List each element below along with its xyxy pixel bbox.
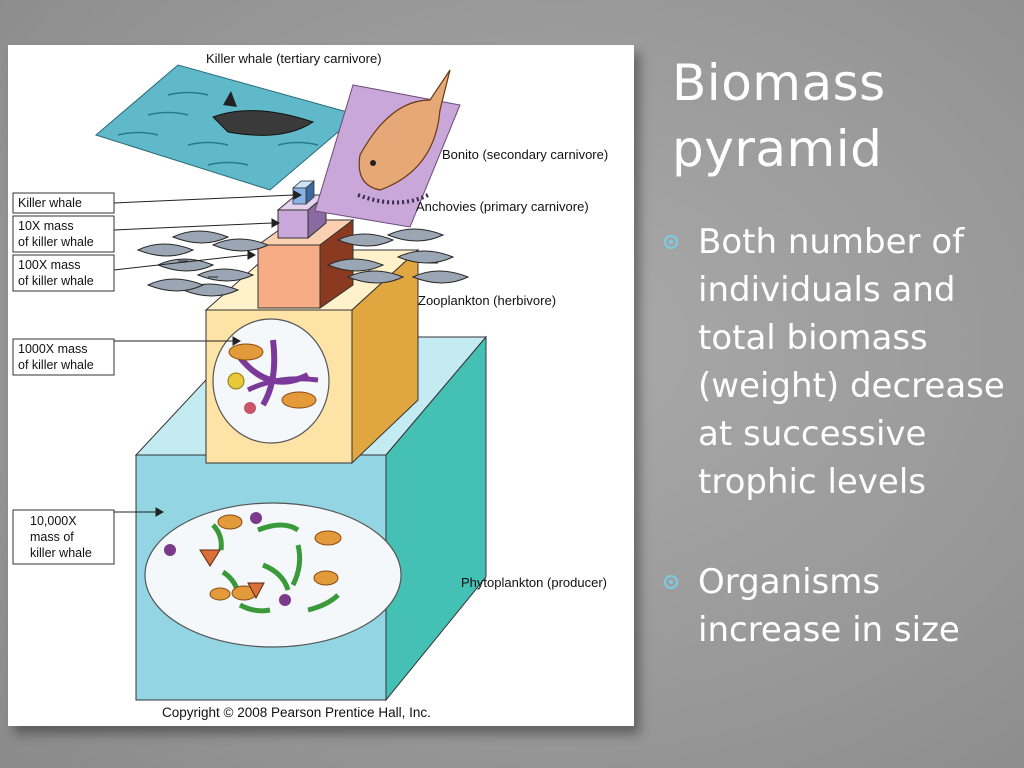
mass-box-killer-whale: Killer whale [12, 192, 115, 214]
mass-box-10x-line-1: 10X mass [18, 219, 74, 233]
mass-box-arrows [113, 190, 303, 517]
mass-box-10000x-line-2: mass of [30, 530, 74, 544]
label-zooplankton: Zooplankton (herbivore) [418, 293, 556, 308]
killer-whale-cube [291, 180, 316, 205]
label-anchovies: Anchovies (primary carnivore) [416, 199, 589, 214]
killer-whale-water-panel [94, 64, 360, 191]
mass-box-1000x: 1000X mass of killer whale [12, 338, 115, 376]
label-killer-whale: Killer whale (tertiary carnivore) [206, 51, 382, 66]
mass-box-10000x: 10,000X mass of killer whale [12, 509, 115, 565]
mass-box-10x: 10X mass of killer whale [12, 215, 115, 253]
zooplankton-organisms [227, 339, 319, 414]
anchovy-school [136, 228, 470, 297]
mass-box-1000x-line-1: 1000X mass [18, 342, 87, 356]
zooplankton-cube [204, 248, 420, 465]
mass-box-1000x-line-2: of killer whale [18, 358, 94, 372]
figure-copyright: Copyright © 2008 Pearson Prentice Hall, … [162, 705, 431, 720]
phytoplankton-organisms [164, 512, 342, 614]
mass-box-100x-line-1: 100X mass [18, 258, 81, 272]
mass-box-10000x-line-1: 10,000X [30, 514, 77, 528]
biomass-pyramid-diagram: Killer whale 10X mass of killer whale 10… [12, 51, 608, 720]
bullet-item: Both number of individuals and total bio… [660, 218, 1010, 506]
mass-box-10x-line-2: of killer whale [18, 235, 94, 249]
bullet-text: Both number of individuals and total bio… [698, 222, 1005, 502]
bullet-circle-icon [664, 235, 678, 249]
bullet-circle-icon [664, 575, 678, 589]
bullet-item: Organisms increase in size [660, 558, 1010, 654]
bullet-text: Organisms increase in size [698, 562, 960, 650]
label-phytoplankton: Phytoplankton (producer) [461, 575, 607, 590]
mass-box-100x-line-2: of killer whale [18, 274, 94, 288]
mass-box-10000x-line-3: killer whale [30, 546, 92, 560]
bullet-list: Both number of individuals and total bio… [660, 218, 1010, 654]
slide-title: Biomass pyramid [672, 54, 886, 178]
biomass-pyramid-figure: Killer whale 10X mass of killer whale 10… [8, 45, 634, 726]
bonito-panel [314, 69, 461, 228]
mass-box-100x: 100X mass of killer whale [12, 254, 115, 292]
mass-box-killer-whale-line-1: Killer whale [18, 196, 82, 210]
label-bonito: Bonito (secondary carnivore) [442, 147, 608, 162]
